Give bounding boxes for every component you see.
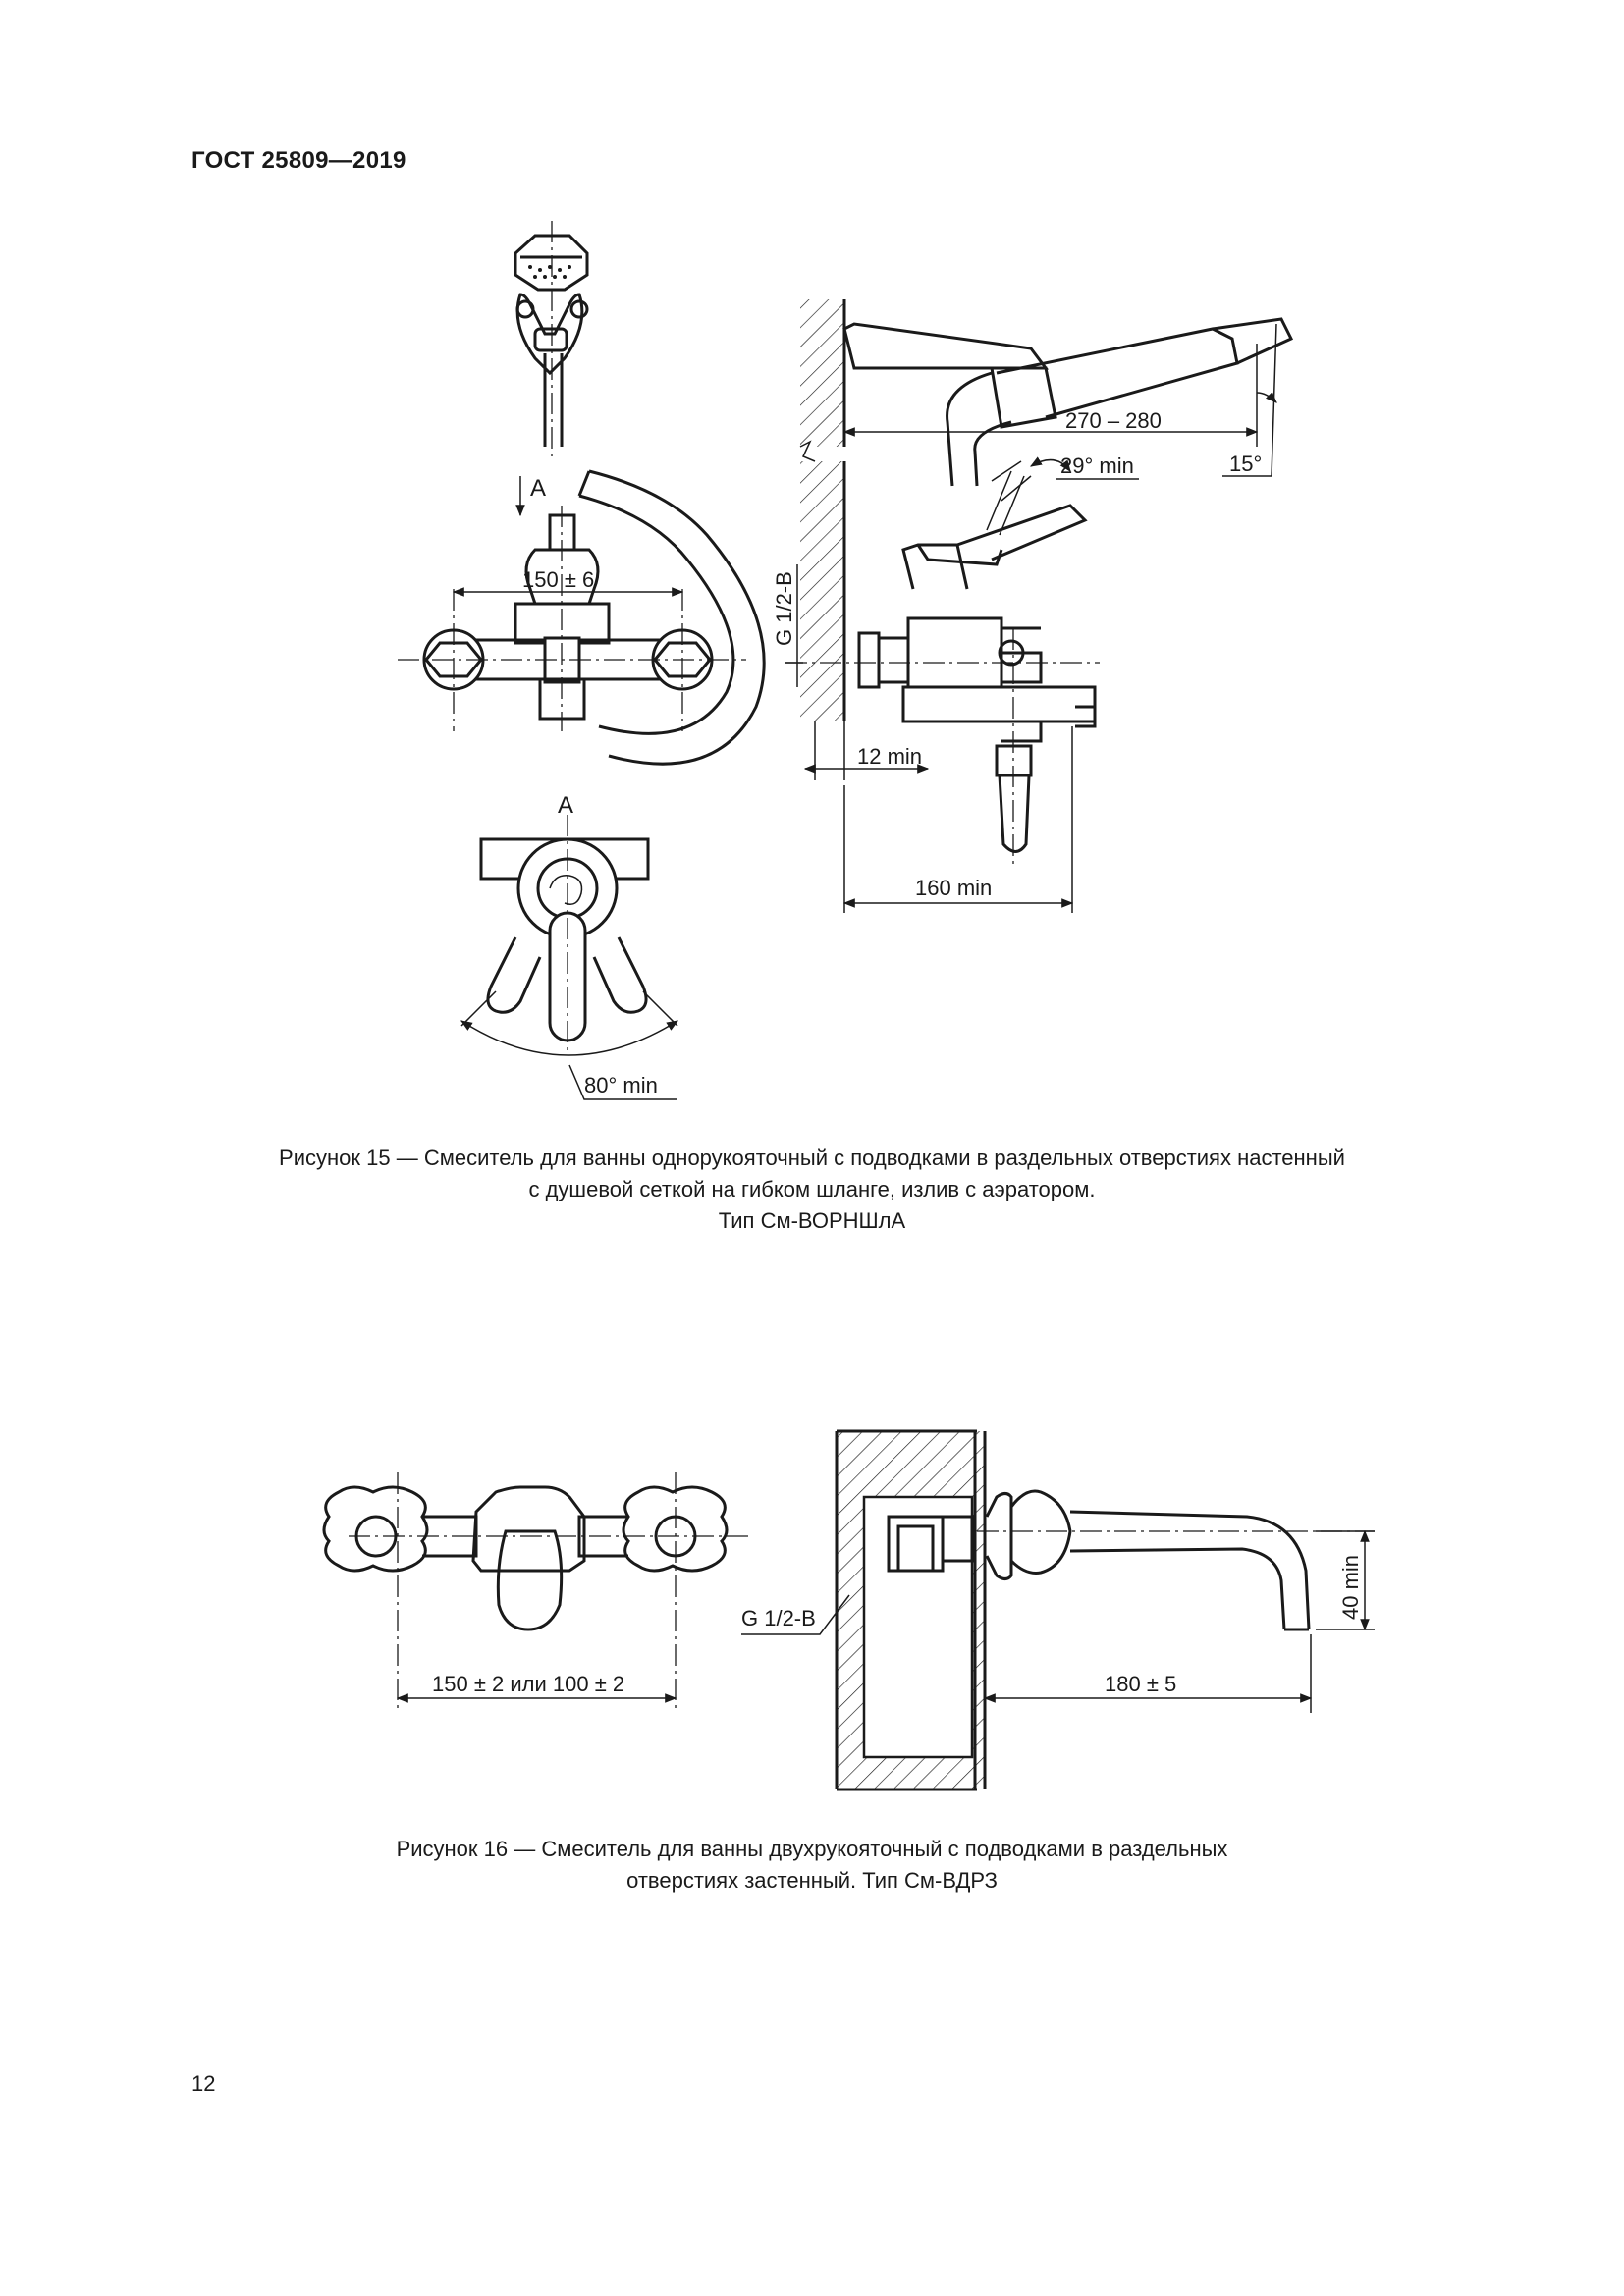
- dim-spout-length-16-text: 180 ± 5: [1105, 1672, 1176, 1696]
- view-a-detail: А 80° min: [460, 792, 679, 1100]
- dim-spout-length-text: 270 – 280: [1065, 408, 1162, 433]
- figure-16-caption: Рисунок 16 — Смеситель для ванны двухрук…: [0, 1834, 1624, 1896]
- figure-16-caption-line-2: отверстиях застенный. Тип См-ВДРЗ: [626, 1868, 998, 1893]
- shower-hose: [577, 469, 766, 766]
- two-handle-front-view: 150 ± 2 или 100 ± 2: [322, 1472, 751, 1713]
- page-number: 12: [191, 2071, 216, 2096]
- view-a-arrow: А: [515, 475, 546, 517]
- dim-150-6: 150 ± 6: [452, 567, 684, 597]
- two-handle-side-view: G 1/2-B: [741, 1489, 1375, 1635]
- dim-lever-angle-text: 29° min: [1060, 454, 1134, 478]
- dim-spacing-text: 150 ± 6: [522, 567, 594, 592]
- view-a-arrow-label: А: [530, 475, 546, 502]
- dim-thread-16-text: G 1/2-B: [741, 1606, 816, 1630]
- figure-16-caption-line-1: Рисунок 16 — Смеситель для ванны двухрук…: [396, 1837, 1228, 1861]
- figure-15-caption-line-1: Рисунок 15 — Смеситель для ванны однорук…: [279, 1146, 1345, 1170]
- figure-15-caption-line-3: Тип См-ВОРНШлА: [718, 1208, 906, 1233]
- side-dimensions-16: 180 ± 5 40 min: [983, 1529, 1375, 1713]
- document-header: ГОСТ 25809—2019: [191, 147, 406, 174]
- mixer-front-view: [398, 506, 746, 731]
- wall-section: [799, 299, 846, 721]
- dim-spacing-16-text: 150 ± 2 или 100 ± 2: [432, 1672, 624, 1696]
- wall-section-16: [835, 1429, 987, 1791]
- side-dimensions: 270 – 280 15° 29° min G 1/2-B 12 min 160…: [772, 323, 1277, 913]
- dim-spout-height-text: 160 min: [915, 876, 992, 900]
- dim-wall-gap-text: 12 min: [857, 744, 922, 769]
- dim-thread-text: G 1/2-B: [772, 571, 796, 646]
- dim-spout-height-16-text: 40 min: [1338, 1555, 1363, 1620]
- figure-15-caption: Рисунок 15 — Смеситель для ванны однорук…: [0, 1143, 1624, 1237]
- mixer-side-view: [785, 317, 1294, 864]
- figure-15-drawing: А 150 ± 6 А: [398, 221, 1294, 1100]
- dim-aerator-angle-text: 15°: [1229, 452, 1262, 476]
- shower-head: [514, 221, 589, 461]
- figure-16-drawing: 150 ± 2 или 100 ± 2 G 1/2-B 180 ± 5 40 m…: [322, 1429, 1375, 1791]
- view-a-label: А: [558, 792, 573, 819]
- figure-15-caption-line-2: с душевой сеткой на гибком шланге, излив…: [528, 1177, 1096, 1201]
- dim-rotation-text: 80° min: [584, 1073, 658, 1097]
